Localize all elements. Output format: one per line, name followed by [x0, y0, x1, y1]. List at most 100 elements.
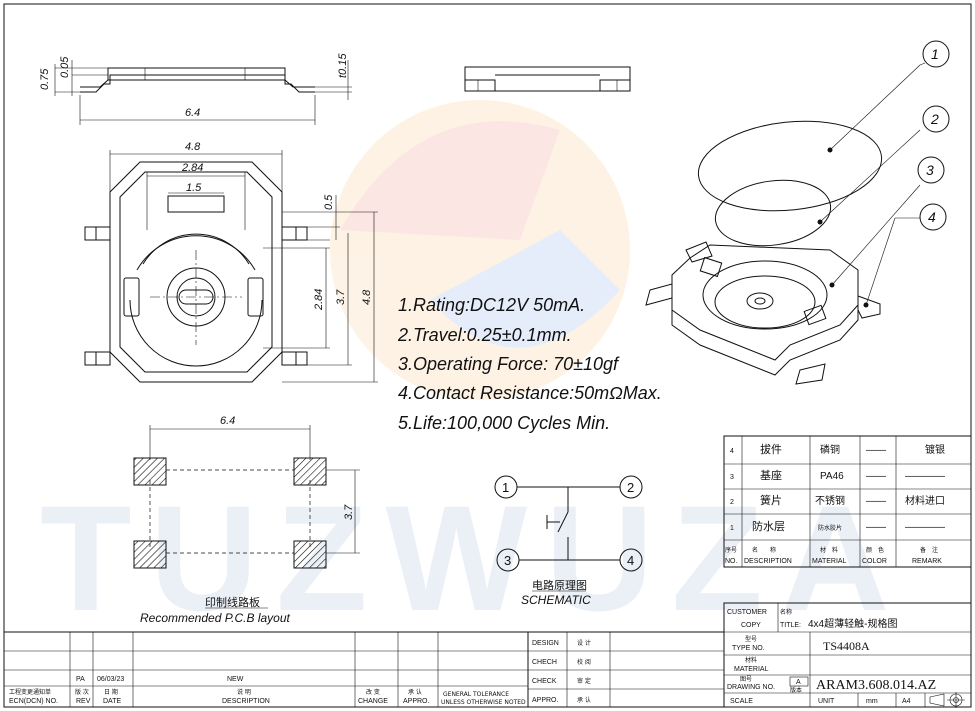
- dim-top-48: 4.8: [185, 141, 201, 153]
- svg-text:型号: 型号: [745, 635, 757, 643]
- svg-text:MATERIAL: MATERIAL: [812, 558, 847, 565]
- svg-text:TITLE:: TITLE:: [780, 622, 801, 629]
- svg-text:防水层: 防水层: [752, 519, 785, 533]
- dim-top-284: 2.84: [181, 162, 203, 174]
- pcb-layout: 6.4 3.7 印制线路板 Recommended P.C.B layout: [133, 415, 360, 625]
- dim-top-37: 3.7: [335, 289, 347, 305]
- svg-text:材料: 材料: [745, 656, 757, 664]
- dim-side-075: 0.75: [39, 68, 51, 90]
- svg-text:CHECK: CHECK: [532, 678, 557, 685]
- svg-text:设 计: 设 计: [577, 639, 591, 647]
- svg-text:改 变: 改 变: [366, 688, 380, 696]
- bom-row: 4 拔件 磷铜 —— 镀银: [730, 442, 945, 456]
- svg-text:图号: 图号: [740, 676, 752, 683]
- svg-text:DESCRIPTION: DESCRIPTION: [222, 698, 270, 705]
- watermark-text: TUZWUZA: [40, 474, 907, 642]
- schematic-title-cn: 电路原理图: [532, 579, 587, 592]
- svg-text:UNIT: UNIT: [818, 698, 835, 705]
- svg-text:06/03/23: 06/03/23: [97, 676, 124, 683]
- svg-text:REMARK: REMARK: [912, 558, 942, 565]
- callout-2: 2: [922, 105, 950, 133]
- spec-item: 2.Travel:0.25±0.1mm.: [397, 325, 572, 345]
- bom-row: 2 簧片 不锈钢 —— 材料进口: [730, 493, 945, 507]
- svg-text:名 称: 名 称: [752, 546, 776, 554]
- dim-top-284v: 2.84: [313, 289, 325, 311]
- svg-text:A: A: [796, 679, 801, 686]
- svg-text:PA46: PA46: [820, 471, 844, 482]
- svg-text:————: ————: [905, 522, 945, 533]
- svg-text:DRAWING NO.: DRAWING NO.: [727, 684, 775, 691]
- pcb-pad: [293, 540, 327, 569]
- callout-1: 1: [922, 40, 950, 68]
- type-number: TS4408A: [823, 639, 870, 653]
- svg-text:3: 3: [926, 162, 934, 178]
- svg-text:材料进口: 材料进口: [905, 494, 945, 507]
- dim-top-05: 0.5: [323, 194, 335, 210]
- svg-text:颜 色: 颜 色: [866, 546, 884, 554]
- svg-text:ECN(DCN) NO.: ECN(DCN) NO.: [9, 698, 58, 705]
- svg-text:防水胶片: 防水胶片: [818, 524, 842, 532]
- svg-text:——: ——: [866, 496, 886, 507]
- svg-text:DATE: DATE: [103, 698, 121, 705]
- svg-text:承 认: 承 认: [408, 688, 422, 696]
- svg-text:镀银: 镀银: [925, 443, 945, 456]
- svg-text:磷铜: 磷铜: [820, 443, 840, 456]
- svg-text:2: 2: [930, 111, 939, 127]
- svg-text:COLOR: COLOR: [862, 558, 887, 565]
- svg-text:——: ——: [866, 471, 886, 482]
- svg-text:1: 1: [931, 46, 939, 62]
- dim-pcb-37: 3.7: [343, 504, 355, 520]
- svg-text:CHECH: CHECH: [532, 659, 557, 666]
- svg-text:基座: 基座: [760, 468, 782, 482]
- svg-text:————: ————: [905, 471, 945, 482]
- bom-row: 1 防水层 防水胶片 —— ————: [730, 519, 945, 533]
- svg-text:1: 1: [502, 480, 509, 495]
- svg-text:不锈钢: 不锈钢: [815, 494, 845, 507]
- signature-block: DESIGN 设 计 CHECH 校 阅 CHECK 审 定 APPRO. 承 …: [527, 631, 725, 708]
- pcb-pad: [133, 457, 167, 486]
- svg-text:——: ——: [866, 522, 886, 533]
- side-view-2: [464, 66, 631, 92]
- svg-text:日 期: 日 期: [104, 688, 118, 696]
- svg-text:4: 4: [730, 448, 734, 455]
- svg-text:GENERAL TOLERANCE: GENERAL TOLERANCE: [443, 691, 509, 698]
- svg-text:说 明: 说 明: [237, 688, 251, 696]
- svg-text:A4: A4: [902, 698, 911, 705]
- svg-text:MATERIAL: MATERIAL: [734, 666, 769, 673]
- svg-text:校 阅: 校 阅: [577, 658, 591, 666]
- svg-text:拔件: 拔件: [760, 442, 782, 456]
- svg-text:4: 4: [928, 209, 936, 225]
- svg-text:APPRO.: APPRO.: [532, 697, 559, 704]
- svg-text:mm: mm: [866, 698, 878, 705]
- pcb-pad: [293, 457, 327, 486]
- bom-row: 3 基座 PA46 —— ————: [730, 468, 945, 482]
- revision-block: PA 06/03/23 NEW 工程变更通知单 ECN(DCN) NO. 版 次…: [3, 631, 529, 708]
- pcb-title-cn: 印制线路板: [205, 595, 260, 609]
- svg-text:CUSTOMER: CUSTOMER: [727, 609, 767, 616]
- svg-text:2: 2: [730, 499, 734, 506]
- side-view: 0.75 0.05 t0.15 6.4: [39, 53, 352, 125]
- svg-text:工程变更通知单: 工程变更通知单: [9, 688, 51, 696]
- spec-item: 3.Operating Force: 70±10gf: [398, 354, 620, 374]
- dim-top-48v: 4.8: [361, 289, 373, 305]
- svg-text:SCALE: SCALE: [730, 698, 753, 705]
- dim-side-005: 0.05: [59, 56, 71, 78]
- spec-item: 4.Contact Resistance:50mΩMax.: [398, 383, 662, 403]
- svg-text:4x4超薄轻触-规格图: 4x4超薄轻触-规格图: [808, 617, 897, 630]
- svg-text:名称: 名称: [780, 608, 792, 616]
- svg-text:DESCRIPTION: DESCRIPTION: [744, 558, 792, 565]
- svg-text:簧片: 簧片: [760, 493, 782, 507]
- svg-text:3: 3: [504, 553, 511, 568]
- svg-text:TYPE NO.: TYPE NO.: [732, 645, 765, 652]
- svg-text:序号: 序号: [725, 546, 737, 554]
- svg-text:审 定: 审 定: [577, 677, 591, 685]
- svg-text:——: ——: [866, 445, 886, 456]
- callout-4: 4: [919, 203, 947, 231]
- spec-item: 1.Rating:DC12V 50mA.: [398, 295, 585, 315]
- drawing-number: ARAM3.608.014.AZ: [816, 678, 936, 693]
- svg-text:4: 4: [627, 553, 634, 568]
- svg-text:3: 3: [730, 474, 734, 481]
- svg-text:PA: PA: [76, 676, 85, 683]
- pcb-pad: [133, 540, 167, 569]
